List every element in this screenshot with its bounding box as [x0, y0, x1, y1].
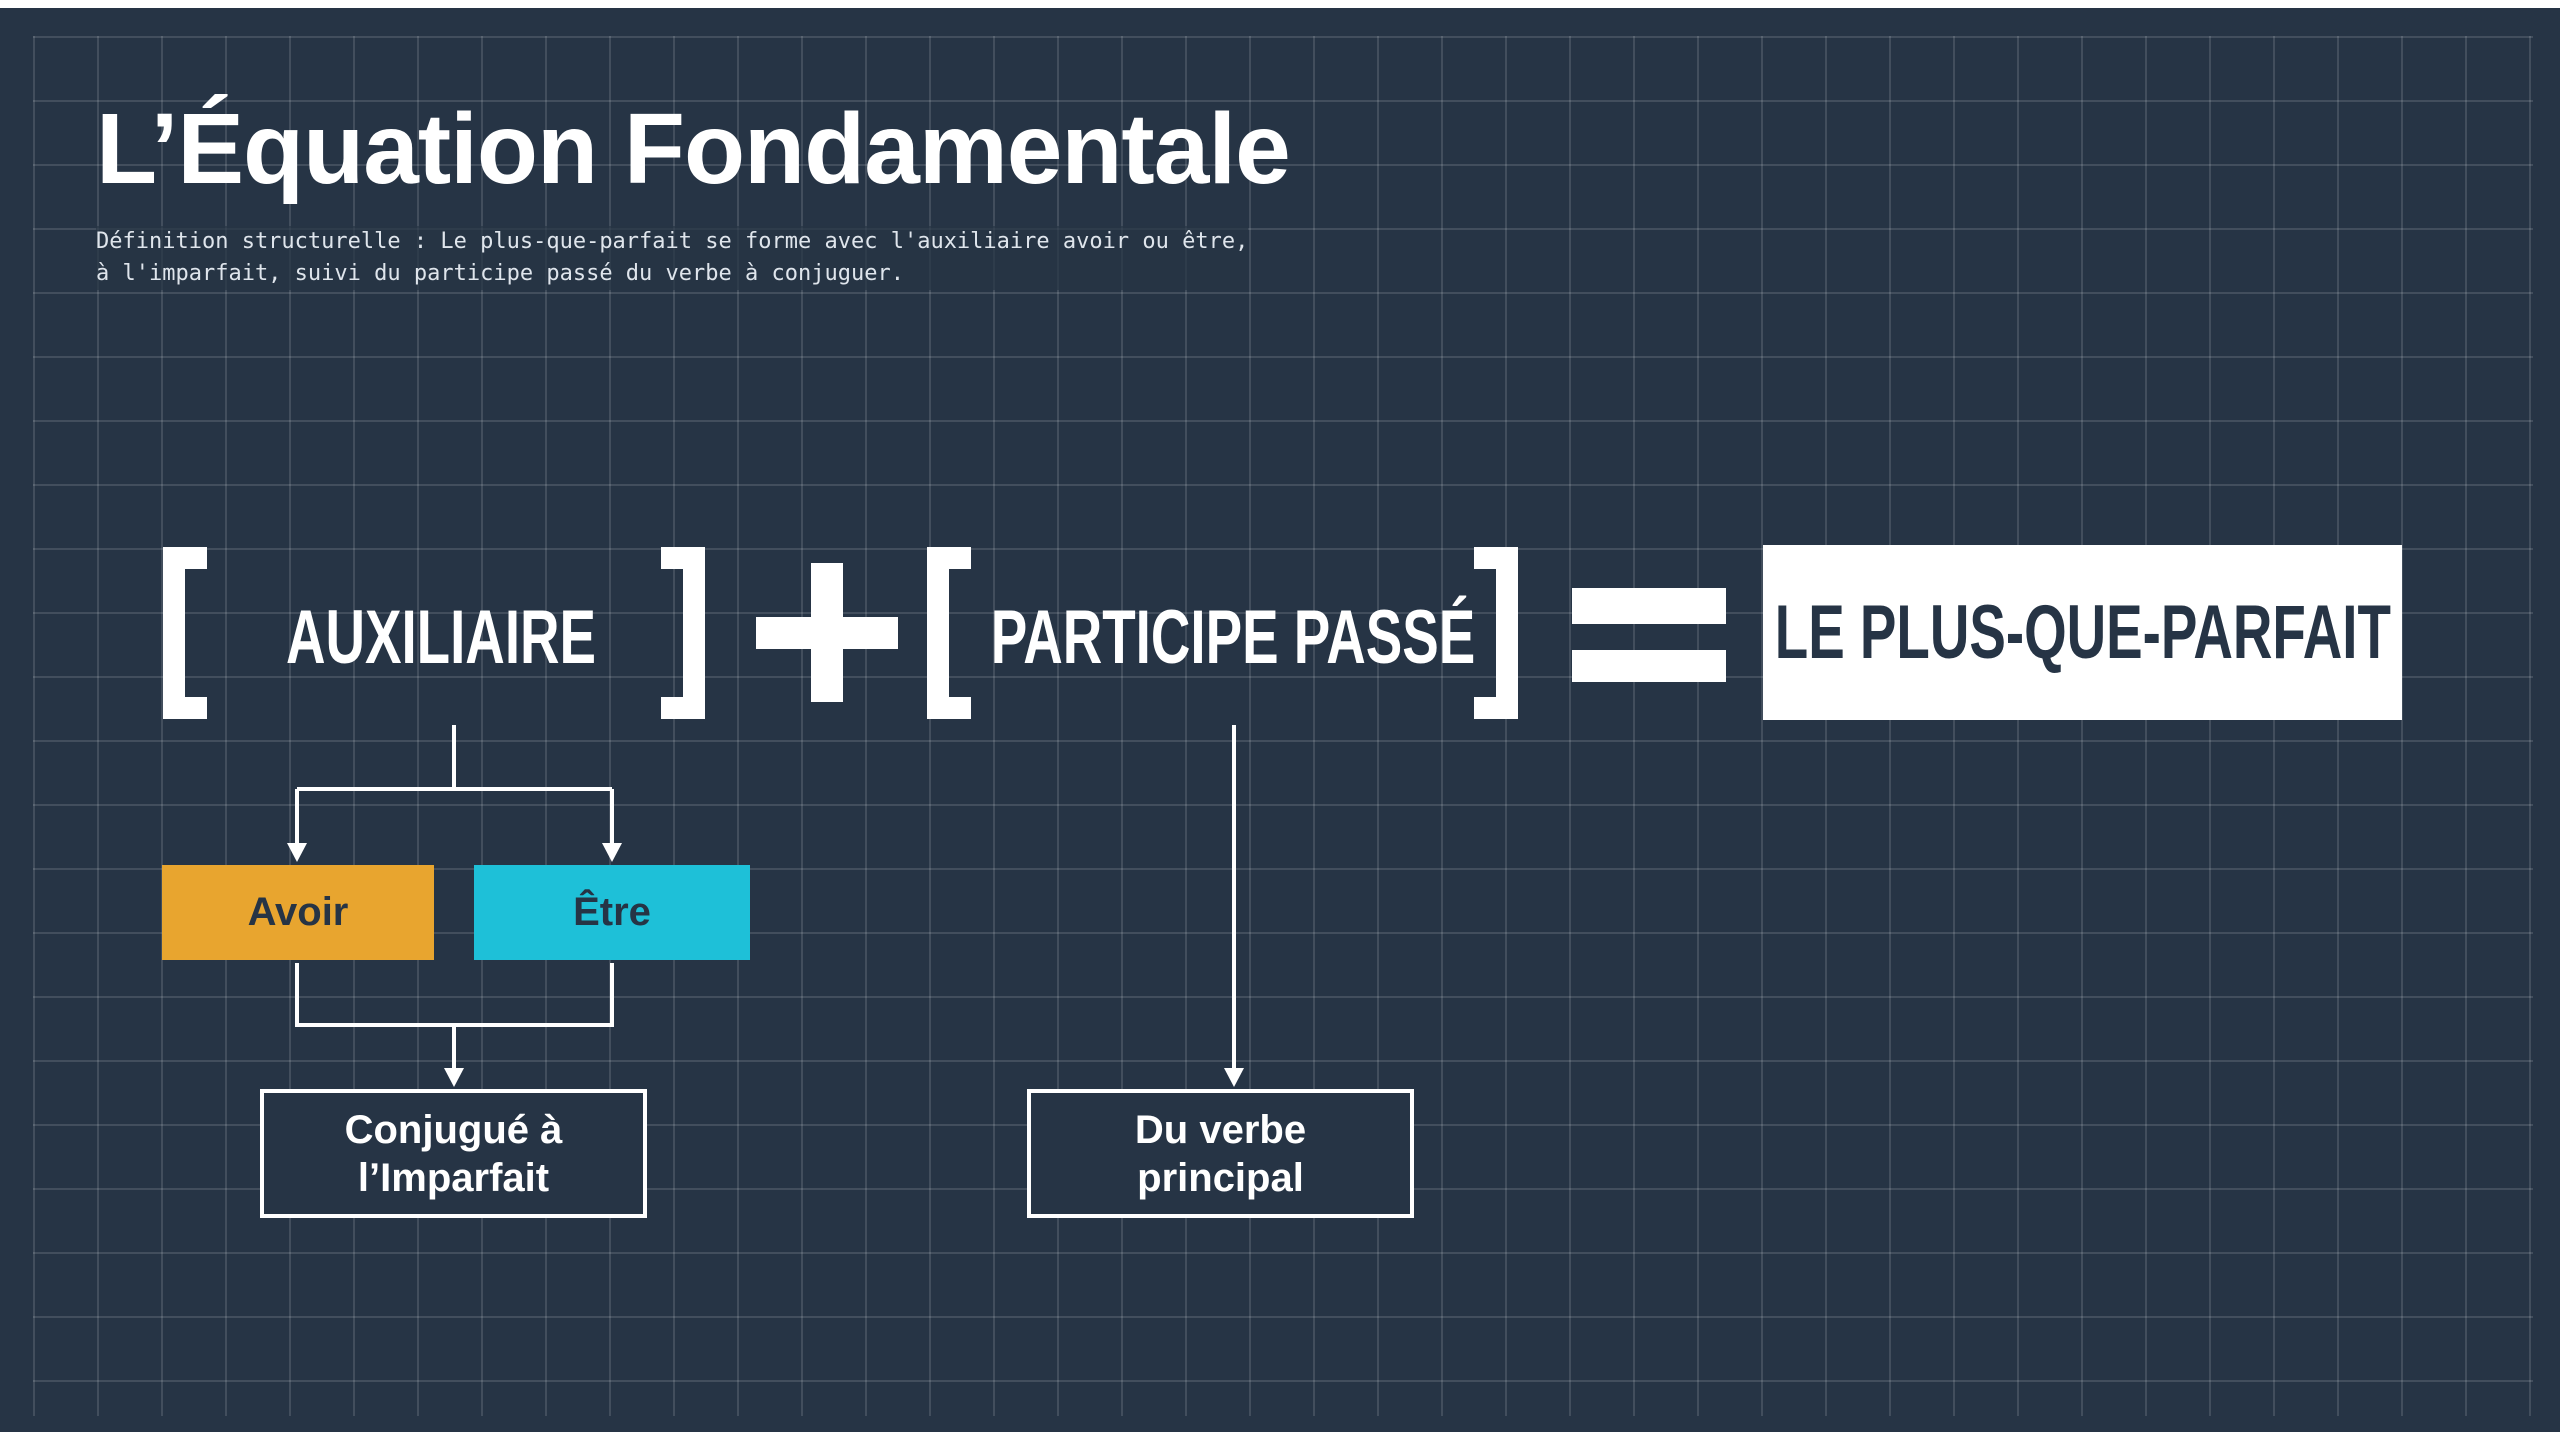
- result-box: LE PLUS-QUE-PARFAIT: [1763, 545, 2402, 720]
- definition-text: Définition structurelle : Le plus-que-pa…: [96, 226, 1249, 290]
- etre-chip: Être: [474, 865, 750, 960]
- avoir-chip: Avoir: [162, 865, 434, 960]
- result-label: LE PLUS-QUE-PARFAIT: [1774, 590, 2391, 675]
- term-participe-passe: PARTICIPE PASSÉ: [990, 595, 1476, 680]
- definition-line-1: Définition structurelle : Le plus-que-pa…: [96, 229, 1249, 254]
- page-title: L’Équation Fondamentale: [96, 93, 1291, 205]
- definition-line-2: à l'imparfait, suivi du participe passé …: [96, 261, 904, 286]
- etre-label: Être: [573, 890, 651, 934]
- verbe-line-2: principal: [1137, 1155, 1304, 1200]
- left-bracket: [927, 547, 971, 719]
- right-bracket: [1474, 547, 1518, 719]
- verbe-line-1: Du verbe: [1134, 1107, 1307, 1152]
- avoir-label: Avoir: [247, 890, 349, 934]
- right-bracket: [661, 547, 705, 719]
- left-bracket: [163, 547, 207, 719]
- imparfait-box: Conjugué à l’Imparfait: [260, 1089, 647, 1218]
- imparfait-line-1: Conjugué à: [344, 1107, 563, 1152]
- term-auxiliaire: AUXILIAIRE: [285, 595, 597, 680]
- verbe-principal-box: Du verbe principal: [1027, 1089, 1414, 1218]
- imparfait-line-2: l’Imparfait: [357, 1155, 550, 1200]
